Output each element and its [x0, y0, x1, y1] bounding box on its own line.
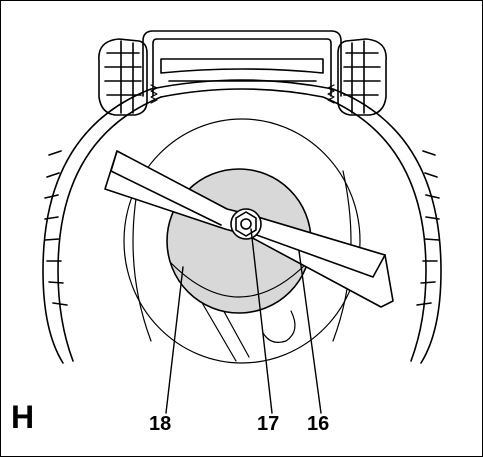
left-wheel [98, 38, 148, 116]
callout-18: 18 [149, 413, 172, 435]
blade-bolt [230, 208, 262, 240]
mower-handle [142, 30, 342, 97]
callout-17: 17 [257, 413, 280, 435]
leader-lines [165, 228, 322, 414]
callout-16: 16 [307, 413, 330, 435]
right-wheel [337, 38, 387, 116]
disc-rim [170, 262, 308, 298]
mower-deck [42, 79, 442, 364]
figure-letter: H [11, 399, 35, 435]
